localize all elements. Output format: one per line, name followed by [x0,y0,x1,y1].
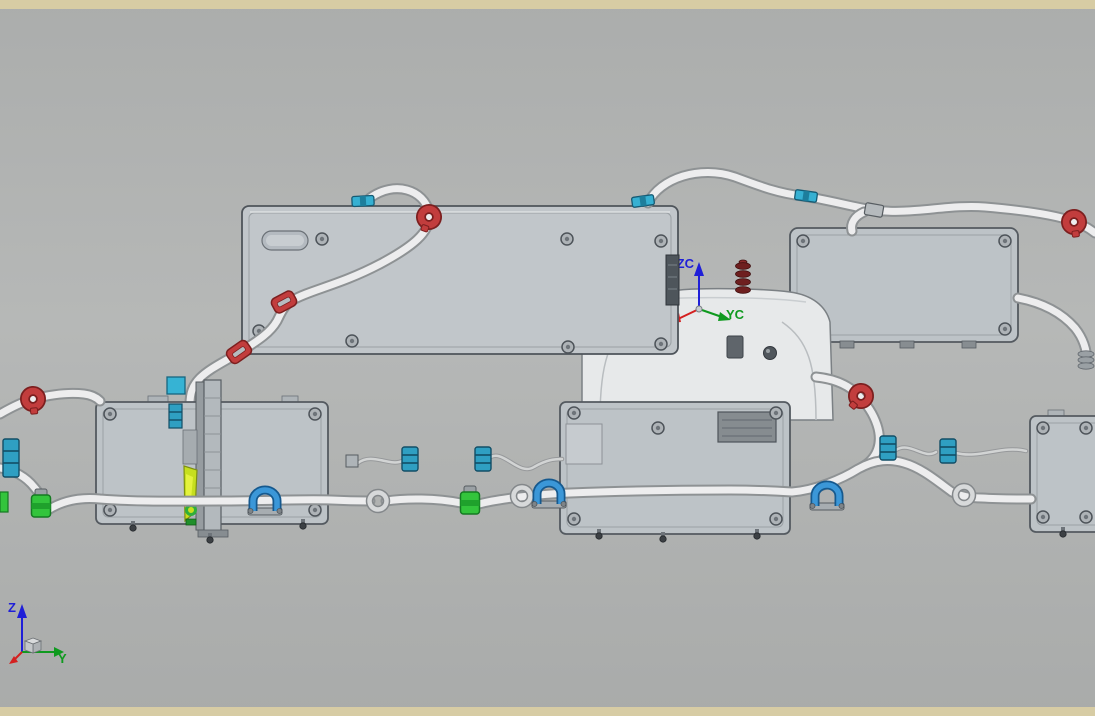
corrugated-fitting[interactable] [1077,350,1095,370]
hose-fitting-cyan[interactable] [351,194,375,208]
screw-icon [1036,421,1050,435]
hose-left-edge-upper[interactable] [0,387,106,420]
plate-edge-connector [665,254,680,306]
wcs-z-label: ZC [677,256,695,271]
top-right-enclosure[interactable] [789,227,1019,349]
cyan-connector[interactable] [879,435,897,461]
screw-icon [1079,510,1093,524]
origin-x-arrowhead-icon [9,656,18,664]
wcs-y-label: YC [726,307,745,322]
hose-fitting-cyan[interactable] [630,193,656,209]
origin-z-label: Z [8,600,16,615]
hose-fitting-gray[interactable] [863,202,885,218]
cyan-connector[interactable] [939,438,957,464]
screw-icon [1079,421,1093,435]
bracket-foot [197,529,229,538]
cyan-connector-tall[interactable] [2,438,20,478]
housing-port [763,346,777,360]
wcs-z-arrowhead-icon [694,262,704,276]
enclosure-foot [961,340,977,349]
origin-z-arrowhead-icon [17,604,27,618]
hose-right-drop[interactable] [1012,292,1093,368]
origin-y-label: Y [58,651,67,666]
enclosure-panel [565,423,603,465]
cyan-block[interactable] [166,376,186,395]
screw-icon [103,407,117,421]
wcs-origin[interactable] [695,305,703,313]
screw-icon [567,512,581,526]
wcs-y-arrowhead-icon [718,312,731,321]
lower-center-enclosure[interactable] [559,401,791,543]
screw-icon [561,340,575,354]
cyan-connector[interactable] [401,446,419,472]
screw-icon [567,406,581,420]
gray-connector[interactable] [345,454,359,468]
enclosure-foot [899,340,915,349]
cyan-connector[interactable] [168,403,183,429]
hose-upper-left[interactable] [184,183,435,436]
hose-lower-main[interactable] [42,455,1037,516]
screw-icon [103,503,117,517]
screw-icon [654,234,668,248]
housing-slot [726,335,744,359]
wire-harness[interactable] [355,445,1029,472]
screw-icon [651,421,665,435]
screw-icon [1036,510,1050,524]
screw-icon [796,234,810,248]
screw-icon [315,232,329,246]
screw-icon [654,337,668,351]
frame-strip-bottom [0,707,1095,716]
cyan-connector[interactable] [474,446,492,472]
enclosure-foot [839,340,855,349]
origin-cube-icon [23,637,43,654]
green-connector-edge[interactable] [0,491,9,513]
screw-icon [769,512,783,526]
screw-icon [769,406,783,420]
origin-y-arrowhead-icon [54,647,64,657]
screw-icon [308,503,322,517]
hose-fitting-cyan[interactable] [793,188,819,204]
enclosure-vent [717,411,777,443]
top-plate-part[interactable] [241,205,680,355]
origin-triad: Z Y [8,600,67,666]
screw-icon [998,234,1012,248]
screw-icon [560,232,574,246]
mounting-bracket[interactable] [166,376,229,544]
lower-right-enclosure[interactable] [1029,409,1095,538]
bracket-plate [182,429,198,465]
frame-strip-top [0,0,1095,9]
threaded-stud[interactable] [735,259,751,294]
hose-housing-right[interactable] [810,371,885,473]
screw-icon [998,322,1012,336]
screw-icon [345,334,359,348]
screw-icon [308,407,322,421]
